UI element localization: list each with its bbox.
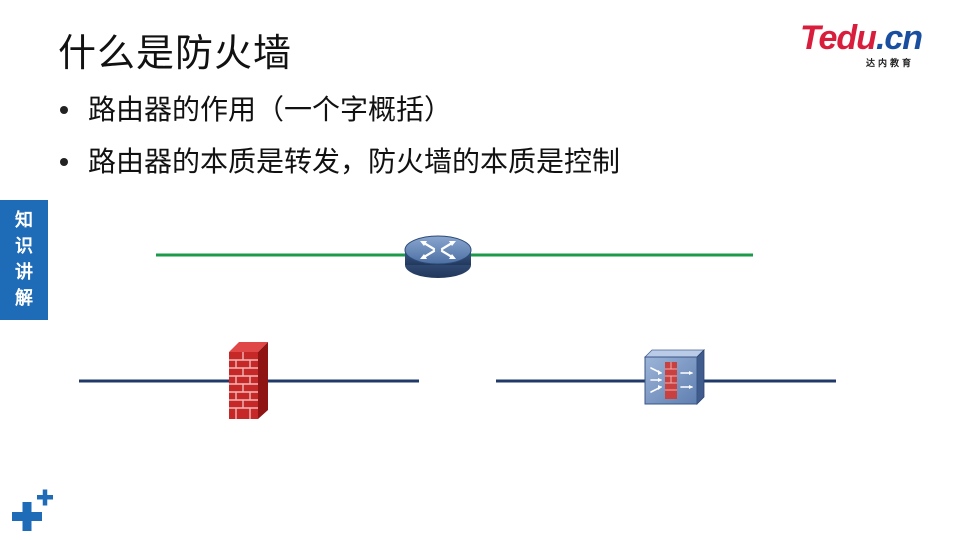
tedu-logo: Tedu.cn 达内教育 bbox=[800, 18, 940, 69]
side-tab-char: 解 bbox=[15, 288, 33, 309]
bullet-dot-icon bbox=[60, 158, 68, 166]
logo-subtitle: 达内教育 bbox=[866, 59, 915, 69]
bullet-item: 路由器的作用（一个字概括） bbox=[58, 88, 620, 132]
bullet-text: 路由器的作用（一个字概括） bbox=[88, 93, 453, 126]
side-tab-char: 识 bbox=[15, 236, 33, 257]
firewall-appliance-icon bbox=[644, 349, 705, 405]
page-title: 什么是防火墙 bbox=[58, 31, 293, 75]
bullet-dot-icon bbox=[60, 106, 68, 114]
side-tab-char: 讲 bbox=[15, 262, 33, 283]
plus-decor-icon bbox=[12, 489, 53, 531]
section-side-tab: 知 识 讲 解 bbox=[0, 200, 48, 320]
bullet-list: 路由器的作用（一个字概括） 路由器的本质是转发，防火墙的本质是控制 bbox=[58, 88, 620, 192]
brick-firewall-icon bbox=[229, 342, 268, 419]
bullet-item: 路由器的本质是转发，防火墙的本质是控制 bbox=[58, 140, 620, 184]
logo-wordmark: Tedu.cn bbox=[800, 19, 923, 57]
bullet-text: 路由器的本质是转发，防火墙的本质是控制 bbox=[88, 145, 621, 178]
router-icon bbox=[404, 235, 472, 278]
side-tab-char: 知 bbox=[15, 210, 33, 231]
